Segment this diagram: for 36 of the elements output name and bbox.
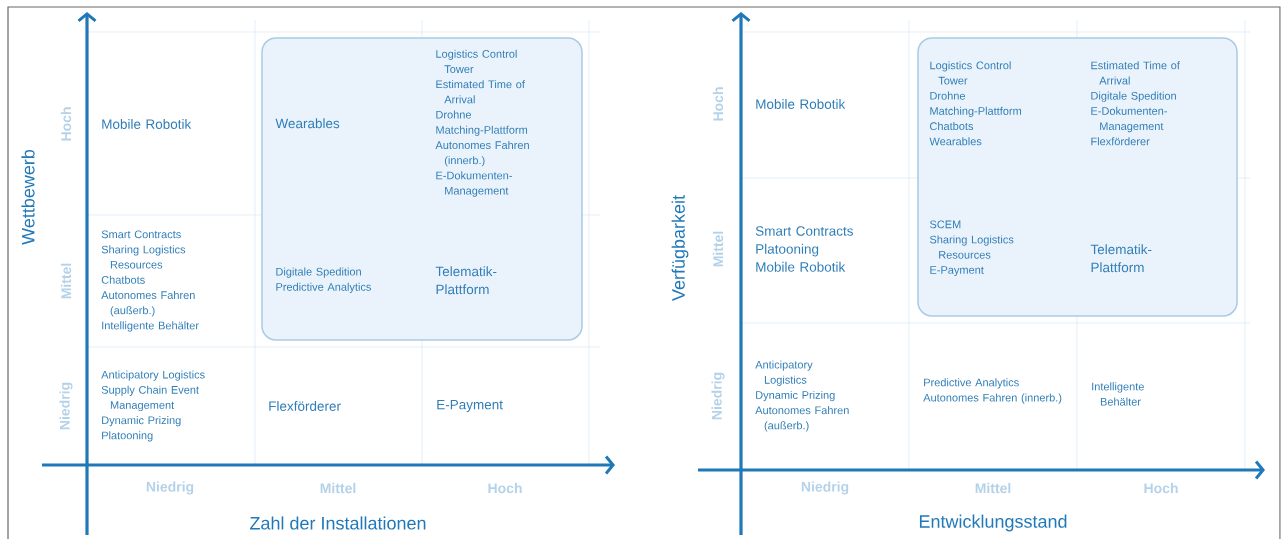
cell-text: Mobile Robotik — [102, 119, 192, 129]
axis-tick-label: Niedrig — [59, 382, 73, 430]
cell-text: Logistics Control Tower Drohne Matching-Plattform Chatbots Wearables — [929, 61, 1022, 146]
cell-text: Anticipatory Logistics Supply Chain Event Management Dynamic Prizing Platooning — [101, 370, 205, 442]
cell-text: Smart Contracts Sharing Logistics Resources Chatbots Autonomes Fahren (außerb.) Intelligente Behälter — [101, 230, 199, 332]
axis-tick-label: Hoch — [712, 87, 724, 121]
axis-tick-label: Mittel — [320, 482, 356, 494]
cell-text: Wearables — [275, 118, 340, 129]
axis-tick-label: Mittel — [975, 482, 1011, 494]
cell-text: E-Payment — [437, 399, 503, 413]
cell-text: Telematik-Plattform — [435, 266, 497, 295]
axis-tick-label: Niedrig — [146, 481, 194, 495]
axis-title: Zahl der Installationen — [250, 516, 426, 530]
cell-text: Digitale Spedition Predictive Analytics — [276, 267, 371, 293]
axis-tick-label: Hoch — [1144, 482, 1178, 494]
axis-title: Verfügbarkeit — [671, 195, 689, 301]
cell-text: Logistics Control Tower Estimated Time of Arrival Drohne Matching-Plattform Autonomes Fahren (innerb.) E-Dokumenten-Management — [435, 49, 529, 197]
cell-text: Anticipatory Logistics Dynamic Prizing Autonomes Fahren (außerb.) — [755, 360, 849, 432]
axis-tick-label: Hoch — [488, 482, 522, 494]
cell-text: Smart Contracts Platooning Mobile Robotik — [755, 226, 853, 272]
cell-text: Telematik-Plattform — [1090, 244, 1152, 273]
cell-text: Mobile Robotik — [756, 99, 846, 109]
cell-text: Intelligente Behälter — [1092, 382, 1144, 406]
cell-text: Estimated Time of Arrival Digitale Spedition E-Dokumenten-Management Flexförderer — [1091, 61, 1180, 146]
axis-tick-label: Mittel — [712, 231, 724, 267]
cell-text: Predictive Analytics Autonomes Fahren (innerb.) — [923, 378, 1062, 404]
cell-text: SCEM Sharing Logistics Resources E-Payment — [929, 220, 1014, 277]
axis-title: Wettbewerb — [21, 149, 35, 245]
axis-tick-label: Hoch — [60, 107, 72, 141]
axis-title: Entwicklungsstand — [919, 514, 1067, 532]
axis-tick-label: Niedrig — [801, 481, 849, 495]
highlight-box — [917, 37, 1238, 317]
cell-text: Flexförderer — [269, 401, 341, 411]
highlight-box — [261, 37, 583, 341]
axis-tick-label: Mittel — [60, 263, 72, 299]
axis-tick-label: Niedrig — [711, 372, 725, 420]
